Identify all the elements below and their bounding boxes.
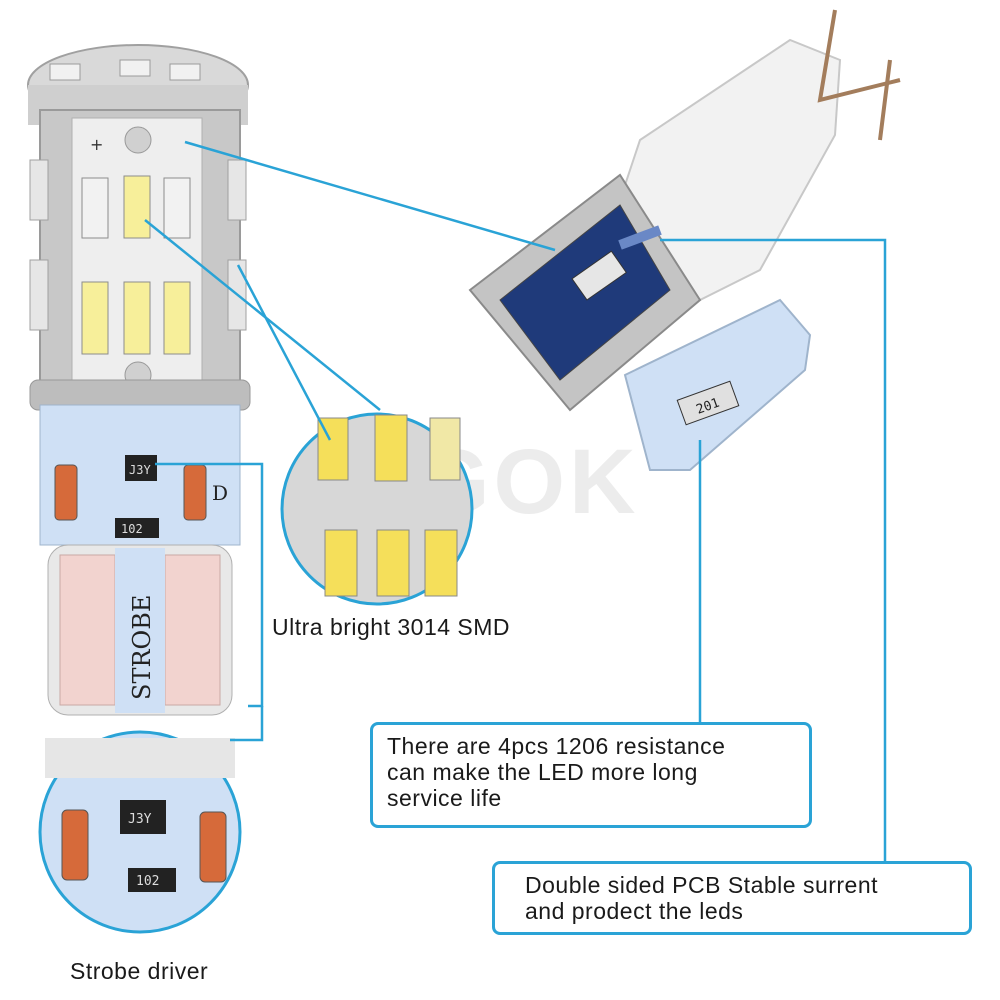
pcb-line-2: and prodect the leds [525,898,744,924]
svg-text:D: D [212,481,228,505]
right-led-bulb: 201 [468,9,901,471]
smd-label: Ultra bright 3014 SMD [272,614,511,640]
svg-text:102: 102 [121,522,143,536]
driver-label: Strobe driver [70,958,209,984]
resistance-line-2: can make the LED more long [387,759,698,785]
callout-lines [144,140,887,862]
svg-text:102: 102 [136,874,159,889]
resistance-line-3: service life [387,785,502,811]
svg-text:+: + [90,135,103,154]
pcb-callout-box: Double sided PCB Stable surrent and prod… [492,861,972,935]
ic-marking: J3Y [129,463,151,477]
resistance-callout-box: There are 4pcs 1206 resistance can make … [370,722,812,828]
driver-zoom-circle: J3Y 102 [38,730,242,934]
strobe-marking: STROBE [128,595,156,700]
svg-text:J3Y: J3Y [128,812,152,827]
smd-zoom-circle [280,412,474,606]
resistance-line-1: There are 4pcs 1206 resistance [387,733,726,759]
pcb-line-1: Double sided PCB Stable surrent [525,872,879,898]
left-led-bulb: + J3Y 102 D STROBE [27,44,251,716]
